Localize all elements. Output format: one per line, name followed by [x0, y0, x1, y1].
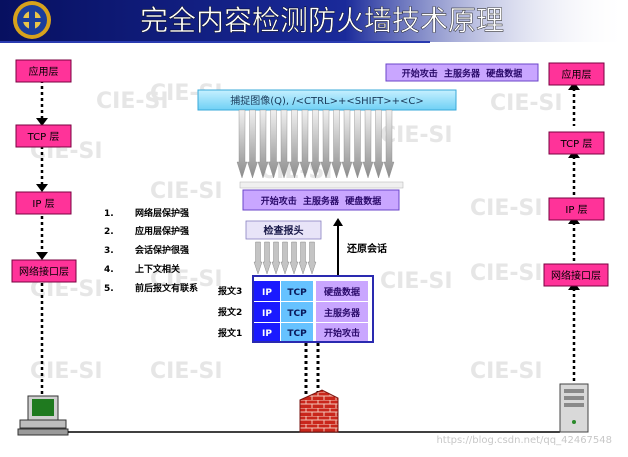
- watermark-layer: CIE-SI CIE-SI CIE-SI CIE-SI CIE-SI CIE-SI CIE-…: [30, 81, 563, 384]
- down-arrow-icon: [257, 109, 269, 179]
- packet-1-label: 报文1: [218, 327, 242, 339]
- left-layer-network-interface: [11, 259, 77, 283]
- left-layer-application: [15, 59, 72, 83]
- watermark-text: CIE-SI: [150, 359, 223, 384]
- down-arrow-icon: [278, 109, 290, 179]
- left-layer-tcp: [15, 124, 72, 148]
- watermark-text: CIE-SI: [150, 267, 223, 292]
- title-banner: [0, 0, 628, 43]
- down-arrow-icon: [271, 241, 281, 275]
- down-arrow-icon: [280, 241, 290, 275]
- down-arrow-icon: [320, 109, 332, 179]
- right-layer-ip: [548, 197, 605, 221]
- packet-2-data: 主服务器: [324, 307, 361, 319]
- feature-list: 1. 网络层保护强 2. 应用层保护强 3. 会话保护很强 4. 上下文相关 5…: [104, 207, 198, 294]
- watermark-text: CIE-SI: [490, 91, 563, 116]
- packet-1-ip: IP: [262, 329, 272, 339]
- watermark-text: CIE-SI: [470, 359, 543, 384]
- left-layer-application-label: 应用层: [29, 65, 59, 78]
- packet-3-label: 报文3: [218, 285, 242, 297]
- feature-5-num: 5.: [104, 284, 114, 294]
- credit-text: https://blog.csdn.net/qq_42467548: [436, 435, 612, 446]
- feature-3-num: 3.: [104, 246, 114, 256]
- down-arrow-icon: [373, 109, 384, 179]
- down-arrow-icon: [299, 109, 311, 179]
- inspection-arrows: [236, 109, 395, 179]
- down-arrow-icon: [268, 109, 279, 179]
- middle-payload-label: 开始攻击 主服务器 硬盘数据: [261, 195, 382, 207]
- down-arrow-icon: [310, 109, 321, 179]
- right-layer-network-interface: [543, 263, 609, 287]
- middle-payload-box: [242, 189, 400, 211]
- check-header-block: 检查报头: [245, 220, 322, 240]
- top-right-payload-box: [385, 63, 539, 82]
- down-arrow-icon: [298, 241, 308, 275]
- watermark-text: CIE-SI: [470, 261, 543, 286]
- down-arrow-icon: [289, 109, 300, 179]
- capture-bar-label: 捕捉图像(Q), /<CTRL>+<SHIFT>+<C>: [230, 94, 424, 107]
- server-tower-icon: [559, 383, 589, 433]
- packet-table-frame: [252, 275, 374, 343]
- packet-2-label: 报文2: [218, 306, 242, 318]
- restore-session-label: 还原会话: [346, 242, 387, 255]
- brick-wall-icon: [299, 389, 339, 433]
- packet-2-ip: IP: [262, 309, 272, 319]
- top-right-payload-label: 开始攻击 主服务器 硬盘数据: [402, 68, 523, 80]
- feature-3-text: 会话保护很强: [135, 244, 189, 256]
- packet-3-ip: IP: [262, 288, 272, 298]
- packet-table: 报文3 IP TCP 硬盘数据 报文2 IP TCP 主服务器 报文1 IP T…: [218, 275, 374, 343]
- packet-1-tcp: TCP: [287, 329, 307, 339]
- arrow-base-band: [239, 181, 404, 189]
- down-arrow-icon: [247, 109, 258, 179]
- packet-2-tcp: TCP: [287, 309, 307, 319]
- feature-5-text: 前后报文有联系: [135, 282, 198, 294]
- left-layer-ip: [15, 191, 72, 215]
- logo-emblem: [13, 1, 51, 39]
- feature-4-num: 4.: [104, 265, 114, 275]
- header-check-arrows: [253, 241, 317, 275]
- down-arrow-icon: [331, 109, 342, 179]
- watermark-text: CIE-SI: [150, 179, 223, 204]
- down-arrow-icon: [307, 241, 317, 275]
- down-arrow-icon: [262, 241, 272, 275]
- feature-1-num: 1.: [104, 209, 114, 219]
- desktop-computer-icon: [17, 395, 69, 436]
- right-layer-tcp: [548, 131, 605, 155]
- watermark-text: CIE-SI: [470, 196, 543, 221]
- left-layer-network-interface-label: 网络接口层: [19, 265, 69, 278]
- watermark-text: CIE-SI: [380, 269, 453, 294]
- packet-3-tcp: TCP: [287, 288, 307, 298]
- right-layer-tcp-label: TCP 层: [560, 138, 593, 150]
- down-arrow-icon: [236, 109, 248, 179]
- check-header-label: 检查报头: [264, 224, 304, 237]
- watermark-text: CIE-SI: [96, 89, 169, 114]
- feature-4-text: 上下文相关: [135, 263, 180, 275]
- down-arrow-icon: [383, 109, 395, 179]
- feature-1-text: 网络层保护强: [135, 207, 189, 219]
- down-arrow-icon: [253, 241, 263, 275]
- right-layer-ip-label: IP 层: [565, 204, 587, 216]
- feature-2-num: 2.: [104, 227, 114, 237]
- right-layer-application: [548, 62, 605, 86]
- left-layer-ip-label: IP 层: [32, 198, 54, 210]
- feature-2-text: 应用层保护强: [135, 225, 189, 237]
- page-title: 完全内容检测防火墙技术原理: [140, 4, 504, 37]
- down-arrow-icon: [362, 109, 374, 179]
- packet-3-data: 硬盘数据: [324, 286, 360, 298]
- right-layer-network-interface-label: 网络接口层: [551, 269, 601, 282]
- left-layer-tcp-label: TCP 层: [27, 131, 60, 143]
- down-arrow-icon: [341, 109, 353, 179]
- down-arrow-icon: [289, 241, 299, 275]
- right-layer-application-label: 应用层: [562, 68, 592, 81]
- left-protocol-stack: 应用层 TCP 层 IP 层 网络接口层: [11, 59, 77, 395]
- packet-1-data: 开始攻击: [324, 327, 360, 339]
- down-arrow-icon: [352, 109, 363, 179]
- right-protocol-stack: 应用层 TCP 层 IP 层 网络接口层: [543, 62, 609, 382]
